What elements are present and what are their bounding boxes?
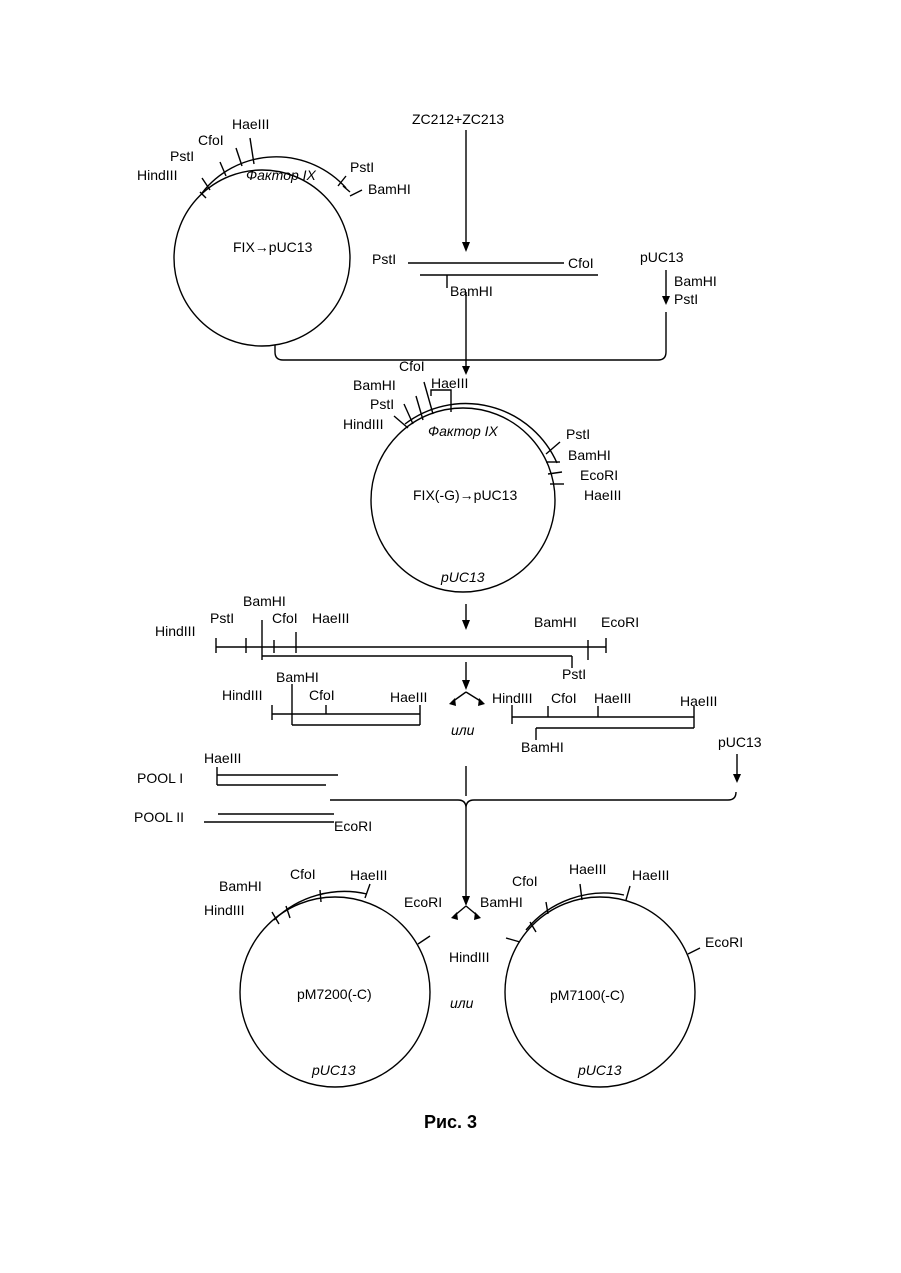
vector-puc13-label: pUC13	[640, 249, 684, 265]
products-arrowhead	[462, 680, 470, 690]
ligation-bracket	[275, 312, 666, 360]
plasmid2-bamh1b-label: BamHI	[568, 447, 611, 463]
final-or-label: или	[450, 995, 474, 1011]
primers-label: ZC212+ZC213	[412, 111, 504, 127]
pm7100-bamh1-label: BamHI	[480, 894, 523, 910]
plasmid-pm7200: BamHI HindIII CfoI HaeIII EcoRI pM7200(-…	[204, 866, 442, 1087]
vector-bamh1-label: BamHI	[674, 273, 717, 289]
plasmid2-backbone-label: pUC13	[440, 569, 485, 585]
plasmid1-hind3-label: HindIII	[137, 167, 177, 183]
pm7100-hind3-label: HindIII	[449, 949, 489, 965]
plasmid2-bamh1-label: BamHI	[353, 377, 396, 393]
plasmid1-name: FIX→pUC13	[233, 239, 313, 255]
fragment-pst1-label: PstI	[372, 251, 396, 267]
plasmid2-hae3-label: HaeIII	[431, 375, 468, 391]
plasmid1-pst1b-label: PstI	[350, 159, 374, 175]
pm7100-backbone-label: pUC13	[577, 1062, 622, 1078]
pool2-site-label: EcoRI	[334, 818, 372, 834]
plasmid-fix-g-puc13: CfoI BamHI HaeIII PstI HindIII PstI BamH…	[343, 358, 621, 592]
product-right-bamh1-label: BamHI	[521, 739, 564, 755]
pm7200-name: pM7200(-C)	[297, 986, 372, 1002]
primers-arrowhead	[462, 242, 470, 252]
pm7200-bamh1-label: BamHI	[219, 878, 262, 894]
pm7200-hind3-label: HindIII	[204, 902, 244, 918]
plasmid-pm7100: BamHI HindIII CfoI HaeIII HaeIII EcoRI p…	[449, 861, 743, 1087]
linear-pst1-label: PstI	[210, 610, 234, 626]
plasmid1-pst1-label: PstI	[170, 148, 194, 164]
product-right-cfo1-label: CfoI	[551, 690, 577, 706]
product-left: HindIII BamHI CfoI HaeIII	[222, 669, 427, 725]
plasmid2-hind3-label: HindIII	[343, 416, 383, 432]
linear-cfo1-label: CfoI	[272, 610, 298, 626]
product-right-hae3b-label: HaeIII	[680, 693, 717, 709]
linear-hind3-label: HindIII	[155, 623, 195, 639]
pm7200-hae3-label: HaeIII	[350, 867, 387, 883]
fragment-cfo1-label: CfoI	[568, 255, 594, 271]
combine-brace	[330, 792, 736, 808]
plasmid2-hind3-tick	[394, 416, 408, 428]
product-left-bamh1-label: BamHI	[276, 669, 319, 685]
linear-map: HindIII PstI BamHI CfoI HaeIII BamHI Eco…	[155, 593, 639, 682]
linear-bamh1-label: BamHI	[243, 593, 286, 609]
plasmid2-ecor1-label: EcoRI	[580, 467, 618, 483]
plasmid2-pst1b-label: PstI	[566, 426, 590, 442]
vector-pst1-label: PstI	[674, 291, 698, 307]
plasmid1-circle	[174, 170, 350, 346]
plasmid1-bamh1-tick	[350, 190, 362, 196]
fragment-bamh1-label: BamHI	[450, 283, 493, 299]
plasmid2-cfo1-label: CfoI	[399, 358, 425, 374]
pm7100-name: pM7100(-C)	[550, 987, 625, 1003]
plasmid2-pst1-label: PstI	[370, 396, 394, 412]
product-left-cfo1-label: CfoI	[309, 687, 335, 703]
plasmid1-insert-label: Фактор IX	[246, 167, 317, 183]
plasmid1-cfo1-tick	[236, 148, 242, 166]
linear-hae3-label: HaeIII	[312, 610, 349, 626]
plasmid-fix-puc13: HindIII PstI CfoI HaeIII PstI BamHI Факт…	[137, 116, 411, 346]
pcr-fragment: PstI CfoI BamHI	[372, 251, 598, 299]
product-right-hae3a-label: HaeIII	[594, 690, 631, 706]
products-or-label: или	[451, 722, 475, 738]
linear-pst1r-label: PstI	[562, 666, 586, 682]
product-left-hae3-label: HaeIII	[390, 689, 427, 705]
linear-bamh1r-label: BamHI	[534, 614, 577, 630]
pool1-site-label: HaeIII	[204, 750, 241, 766]
pool1-label: POOL I	[137, 770, 183, 786]
pm7200-backbone-label: pUC13	[311, 1062, 356, 1078]
pm7100-hae3b-label: HaeIII	[632, 867, 669, 883]
plasmid1-bamh1-label: BamHI	[368, 181, 411, 197]
pm7100-ecor1-label: EcoRI	[705, 934, 743, 950]
figure-caption: Рис. 3	[0, 1112, 901, 1133]
plasmid2-name: FIX(-G)→pUC13	[413, 487, 517, 503]
ligation-arrowhead	[462, 366, 470, 375]
vector-arrowhead	[662, 296, 670, 305]
pm7200-cfo1-label: CfoI	[290, 866, 316, 882]
plasmid1-hae3-label: HaeIII	[232, 116, 269, 132]
pool2-label: POOL II	[134, 809, 184, 825]
combine-arrowhead	[462, 896, 470, 906]
product-left-hind3-label: HindIII	[222, 687, 262, 703]
plasmid2-insert-label: Фактор IX	[428, 423, 499, 439]
product-right-hind3-label: HindIII	[492, 690, 532, 706]
pm7100-insert-arc	[526, 893, 624, 930]
linear-arrowhead	[462, 620, 470, 630]
pm7100-cfo1-label: CfoI	[512, 873, 538, 889]
pm7100-hae3a-label: HaeIII	[569, 861, 606, 877]
pm7200-ecor1-label: EcoRI	[404, 894, 442, 910]
plasmid1-cfo1-label: CfoI	[198, 132, 224, 148]
linear-ecor1-label: EcoRI	[601, 614, 639, 630]
pools-vector-label: pUC13	[718, 734, 762, 750]
plasmid2-hae3b-label: HaeIII	[584, 487, 621, 503]
product-right: HindIII CfoI HaeIII HaeIII BamHI	[492, 690, 717, 755]
pools: POOL I HaeIII POOL II EcoRI pUC13	[134, 734, 762, 834]
